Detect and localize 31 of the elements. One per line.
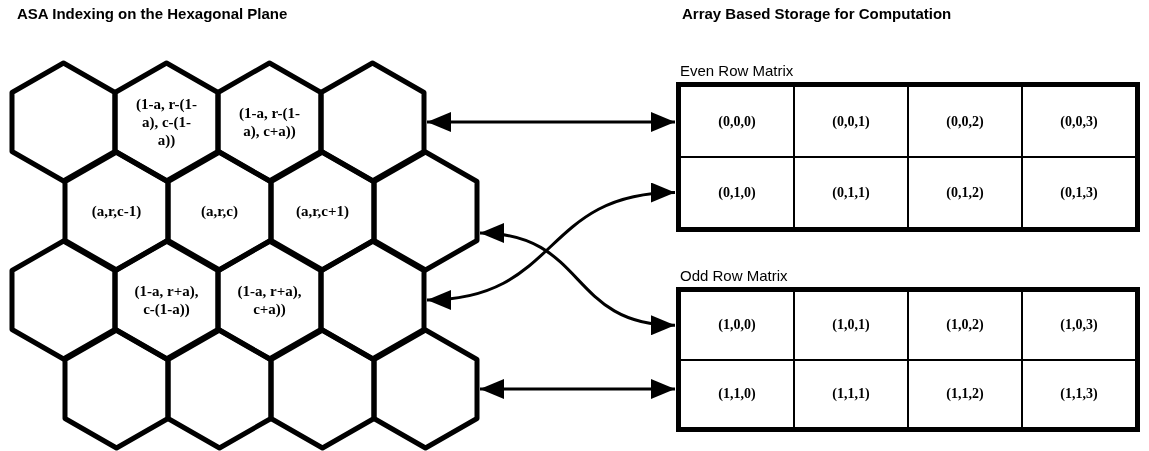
matrix-heading: Even Row Matrix — [680, 62, 794, 79]
heading: Array Based Storage for Computation — [682, 5, 952, 22]
matrix-cell: (0,1,2) — [908, 157, 1022, 228]
matrix-cell: (1,1,1) — [794, 359, 908, 428]
hex-index-label: (a,r,c+1) — [295, 202, 350, 220]
matrix-cell: (1,1,3) — [1022, 359, 1136, 428]
double-arrow — [426, 184, 676, 309]
matrix-cell: (0,1,0) — [680, 157, 794, 228]
matrix-cell: (0,1,3) — [1022, 157, 1136, 228]
double-arrow — [480, 379, 675, 399]
double-arrow — [479, 224, 676, 334]
matrix-cell: (0,0,2) — [908, 86, 1022, 157]
hex-index-label: (1-a, r-(1-a), c-(1-a)) — [134, 95, 199, 149]
hex-index-label: (a,r,c) — [200, 202, 239, 220]
matrix-cell: (0,1,1) — [794, 157, 908, 228]
matrix-cell: (0,0,0) — [680, 86, 794, 157]
matrix-cell: (1,0,1) — [794, 291, 908, 360]
hex-index-label: (1-a, r+a), c+a)) — [236, 282, 303, 318]
heading: ASA Indexing on the Hexagonal Plane — [17, 5, 288, 22]
hex-index-label: (1-a, r-(1-a), c+a)) — [237, 104, 302, 140]
hex-index-label: (1-a, r+a), c-(1-a)) — [133, 282, 200, 318]
matrix-heading: Odd Row Matrix — [680, 267, 788, 284]
matrix-cell: (1,1,0) — [680, 359, 794, 428]
matrix-cell: (1,1,2) — [908, 359, 1022, 428]
matrix-cell: (1,0,3) — [1022, 291, 1136, 360]
matrix-cell: (0,0,3) — [1022, 86, 1136, 157]
matrix-cell: (1,0,2) — [908, 291, 1022, 360]
double-arrow — [427, 112, 675, 132]
hex-index-label: (a,r,c-1) — [90, 202, 143, 220]
matrix-cell: (0,0,1) — [794, 86, 908, 157]
matrix-cell: (1,0,0) — [680, 291, 794, 360]
